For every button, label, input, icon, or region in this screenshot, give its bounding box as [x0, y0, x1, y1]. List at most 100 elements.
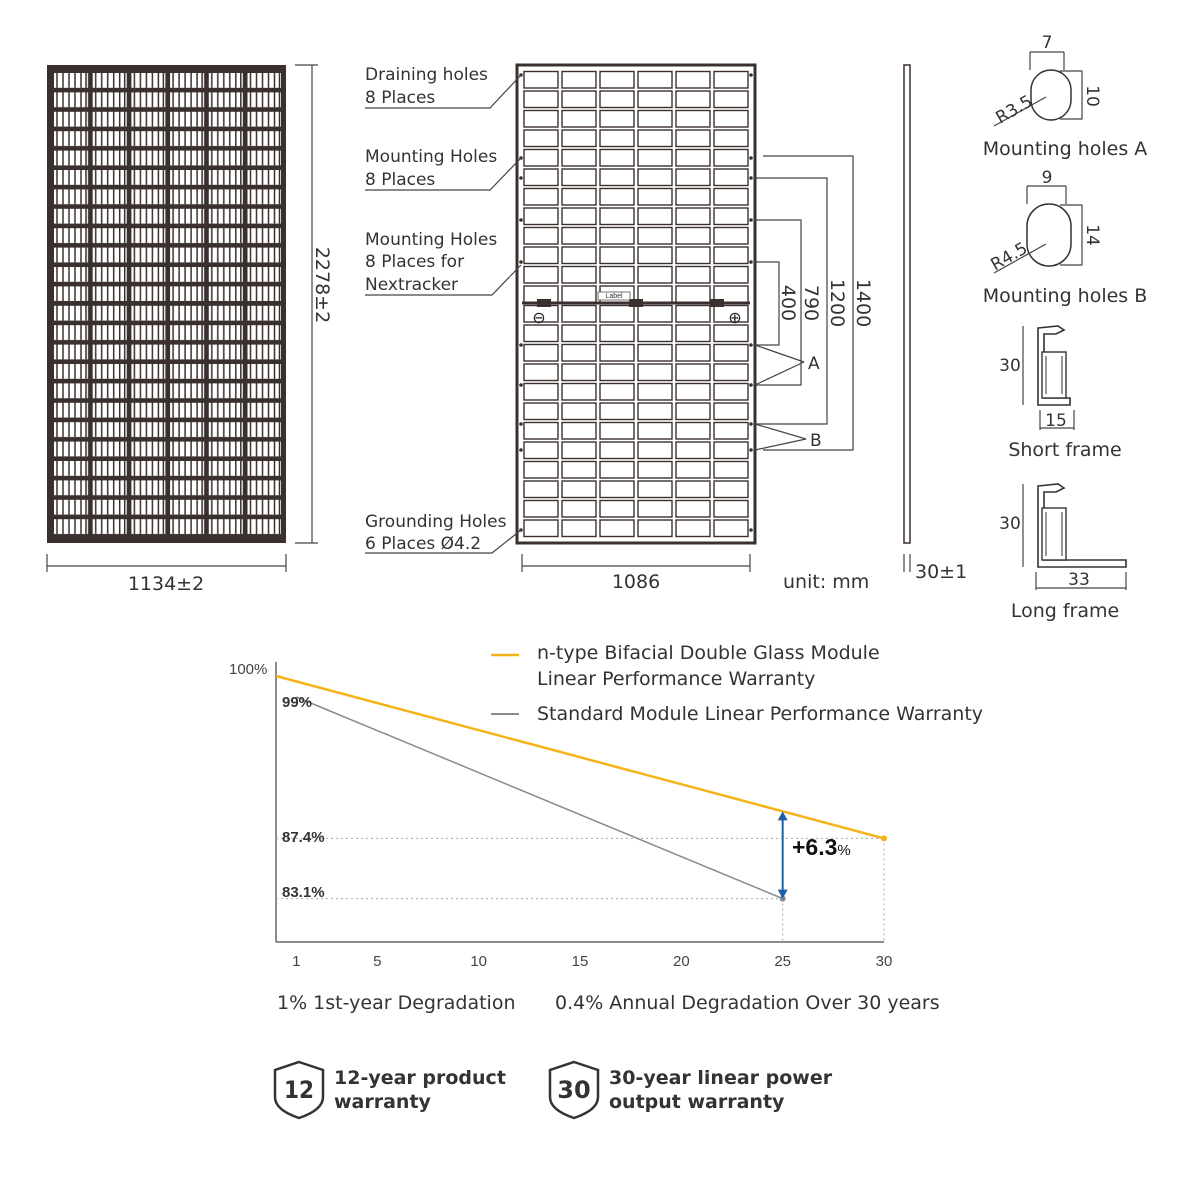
back-cell-grid: [523, 70, 749, 538]
side-hole: [749, 73, 753, 77]
back-cell: [523, 265, 559, 284]
back-cell: [599, 207, 635, 226]
x-tick-label: 30: [876, 953, 893, 970]
back-cell: [637, 480, 673, 499]
back-cell: [637, 207, 673, 226]
negative-terminal: ⊖: [532, 308, 545, 327]
product-warranty-line2: warranty: [334, 1091, 432, 1113]
svg-text:8 Places: 8 Places: [365, 170, 435, 190]
back-cell: [713, 207, 749, 226]
back-cell: [599, 265, 635, 284]
back-cell: [599, 460, 635, 479]
gap-label: +6.3%: [792, 834, 851, 860]
side-hole: [519, 448, 523, 452]
back-cell: [561, 343, 597, 362]
power-warranty-line2: output warranty: [609, 1091, 785, 1113]
back-cell: [637, 499, 673, 518]
back-cell: [561, 460, 597, 479]
x-tick-label: 15: [572, 953, 589, 970]
legend-standard: Standard Module Linear Performance Warra…: [537, 703, 983, 725]
back-cell: [713, 265, 749, 284]
back-cell: [675, 324, 711, 343]
back-cell: [561, 90, 597, 109]
back-cell: [713, 129, 749, 148]
back-cell: [561, 421, 597, 440]
back-cell: [523, 109, 559, 128]
back-cell: [561, 207, 597, 226]
back-cell: [523, 70, 559, 89]
back-cell: [637, 226, 673, 245]
back-cell: [713, 402, 749, 421]
svg-text:7: 7: [1042, 33, 1053, 53]
back-cell: [523, 90, 559, 109]
back-cell: [599, 363, 635, 382]
back-cell: [599, 382, 635, 401]
back-cell: [637, 304, 673, 323]
unit-label: unit: mm: [783, 571, 869, 593]
back-cell: [675, 343, 711, 362]
junction-box-1: [537, 299, 551, 307]
back-cell: [637, 246, 673, 265]
badge-12: 12: [284, 1076, 314, 1104]
back-cell: [599, 343, 635, 362]
back-cell: [713, 90, 749, 109]
x-tick-label: 10: [470, 953, 487, 970]
back-cell: [713, 382, 749, 401]
back-cell: [637, 70, 673, 89]
back-cell: [713, 246, 749, 265]
label-tag-text: Label: [605, 293, 623, 300]
back-cell: [713, 499, 749, 518]
back-width-label: 1086: [612, 571, 660, 593]
back-cell: [561, 382, 597, 401]
back-cell: [599, 246, 635, 265]
back-cell: [675, 90, 711, 109]
side-hole: [749, 448, 753, 452]
x-tick-label: 20: [673, 953, 690, 970]
back-cell: [561, 285, 597, 304]
back-cell: [523, 441, 559, 460]
back-cell: [713, 343, 749, 362]
svg-text:Draining holes: Draining holes: [365, 65, 488, 85]
junction-box-3: [710, 299, 724, 307]
back-cell: [713, 480, 749, 499]
back-cell: [675, 363, 711, 382]
back-cell: [675, 207, 711, 226]
series-standard-line: [295, 696, 783, 900]
marker-b: B: [810, 431, 822, 451]
back-cell: [637, 265, 673, 284]
back-cell: [637, 421, 673, 440]
back-cell: [713, 421, 749, 440]
svg-text:Mounting Holes: Mounting Holes: [365, 230, 497, 250]
warranty-product: 12 12-year product warranty: [273, 1060, 506, 1120]
back-cell: [637, 148, 673, 167]
back-cell: [599, 226, 635, 245]
svg-text:Grounding Holes: Grounding Holes: [365, 512, 507, 532]
back-cell: [561, 70, 597, 89]
back-cell: [637, 402, 673, 421]
svg-text:R3.5: R3.5: [993, 92, 1037, 129]
marker-a: A: [808, 354, 820, 374]
back-cell: [561, 499, 597, 518]
back-cell: [675, 187, 711, 206]
back-cell: [523, 187, 559, 206]
spacing-790: 790: [800, 285, 822, 321]
back-cell: [523, 460, 559, 479]
back-cell: [561, 441, 597, 460]
back-cell: [637, 519, 673, 538]
back-cell: [637, 90, 673, 109]
x-tick-label: 1: [292, 953, 300, 970]
detail-long-frame: 30 33 Long frame: [999, 483, 1127, 622]
svg-text:30: 30: [999, 356, 1021, 376]
back-cell: [675, 480, 711, 499]
series-ntype-end: [881, 835, 887, 842]
back-cell: [523, 324, 559, 343]
back-cell: [675, 285, 711, 304]
back-cell: [561, 480, 597, 499]
front-width-label: 1134±2: [128, 573, 204, 595]
back-cell: [713, 168, 749, 187]
back-cell: [523, 148, 559, 167]
badge-30: 30: [557, 1076, 590, 1104]
back-cell: [713, 109, 749, 128]
spacing-1400: 1400: [852, 279, 874, 327]
back-cell: [637, 109, 673, 128]
